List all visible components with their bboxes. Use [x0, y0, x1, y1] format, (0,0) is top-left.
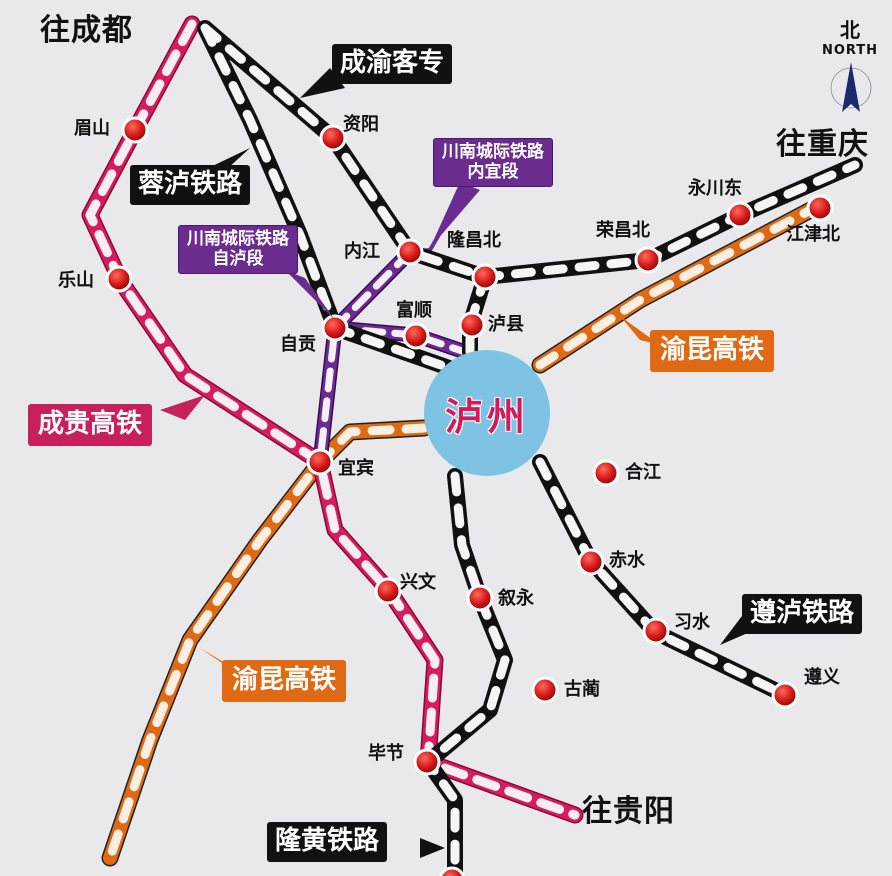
station-label-chishui: 赤水 [609, 550, 645, 571]
station-label-jiangjinbei: 江津北 [786, 224, 840, 245]
station-dot-leshan[interactable] [105, 265, 133, 293]
callout-chuannan-neiyi[interactable]: 川南城际铁路 内宜段 [433, 138, 553, 188]
station-label-meishan: 眉山 [74, 118, 110, 139]
callout-yukun-south[interactable]: 渝昆高铁 [222, 660, 347, 702]
callout-zunlu-line[interactable]: 遵泸铁路 [742, 594, 863, 634]
north-arrow-icon [830, 62, 872, 112]
destination-guiyang: 往贵阳 [582, 794, 675, 829]
station-label-longchangbei: 隆昌北 [447, 230, 501, 251]
station-label-yibin: 宜宾 [338, 458, 374, 479]
callout-chuannan-neiyi-name: 川南城际铁路 [442, 142, 544, 162]
station-dot-yongchuandong[interactable] [726, 201, 754, 229]
callout-chuannan-zilu-name: 川南城际铁路 [187, 229, 289, 249]
station-dot-meishan[interactable] [121, 116, 149, 144]
callout-ronglu-line[interactable]: 蓉泸铁路 [130, 165, 251, 205]
station-dot-chishui[interactable] [577, 548, 605, 576]
station-dot-neijiang[interactable] [396, 238, 424, 266]
compass-north-en: NORTH [821, 43, 879, 58]
station-dot-luxian[interactable] [458, 311, 486, 339]
station-dot-bijie[interactable] [413, 748, 441, 776]
station-label-xishui: 习水 [674, 612, 710, 633]
callout-chengyu-line[interactable]: 成渝客专 [332, 44, 453, 84]
station-dot-yibin[interactable] [306, 448, 334, 476]
yukun-railway-line [101, 196, 829, 867]
station-dot-ziyang[interactable] [319, 124, 347, 152]
destination-chengdu: 往成都 [40, 13, 133, 48]
station-label-luxian: 泸县 [488, 314, 524, 335]
station-label-zunyi: 遵义 [804, 667, 840, 688]
station-dot-longchangbei[interactable] [471, 263, 499, 291]
station-dot-zunyi[interactable] [771, 681, 799, 709]
station-label-rongchangbei: 荣昌北 [596, 220, 650, 241]
hub-luzhou[interactable]: 泸州 [424, 350, 550, 476]
station-label-leshan: 乐山 [58, 270, 94, 291]
station-dot-xingwen[interactable] [374, 577, 402, 605]
station-label-zigong: 自贡 [280, 334, 316, 355]
station-label-gulin: 古蔺 [564, 679, 600, 700]
destination-chongqing: 往重庆 [776, 127, 869, 162]
station-label-fushun: 富顺 [396, 300, 432, 321]
station-dot-partial [439, 866, 465, 876]
station-label-hejiang: 合江 [625, 462, 661, 483]
compass: 北 NORTH [818, 14, 882, 58]
station-label-xingwen: 兴文 [400, 572, 436, 593]
station-dot-xishui[interactable] [642, 617, 670, 645]
callout-yukun-north[interactable]: 渝昆高铁 [650, 330, 775, 372]
station-dot-rongchangbei[interactable] [634, 246, 662, 274]
callout-chuannan-neiyi-segment: 内宜段 [467, 161, 519, 182]
hub-label: 泸州 [444, 394, 529, 439]
station-dot-gulin[interactable] [531, 676, 559, 704]
station-label-neijiang: 内江 [344, 241, 380, 262]
callout-chenggui-line[interactable]: 成贵高铁 [28, 404, 153, 446]
station-label-ziyang: 资阳 [343, 114, 379, 135]
callout-chuannan-zilu[interactable]: 川南城际铁路 自泸段 [178, 225, 298, 275]
compass-north-cn: 北 [840, 18, 860, 42]
station-label-yongchuandong: 永川东 [688, 178, 742, 199]
station-label-bijie: 毕节 [368, 743, 404, 764]
station-label-xuyong: 叙永 [498, 588, 534, 609]
station-dots [105, 116, 834, 876]
station-dot-xuyong[interactable] [466, 584, 494, 612]
callout-chuannan-zilu-segment: 自泸段 [212, 248, 264, 269]
station-dot-zigong[interactable] [321, 314, 349, 342]
station-dot-jiangjinbei[interactable] [806, 194, 834, 222]
station-dot-hejiang[interactable] [592, 459, 620, 487]
station-dot-fushun[interactable] [402, 322, 430, 350]
callout-longhuang-line[interactable]: 隆黄铁路 [267, 822, 388, 862]
